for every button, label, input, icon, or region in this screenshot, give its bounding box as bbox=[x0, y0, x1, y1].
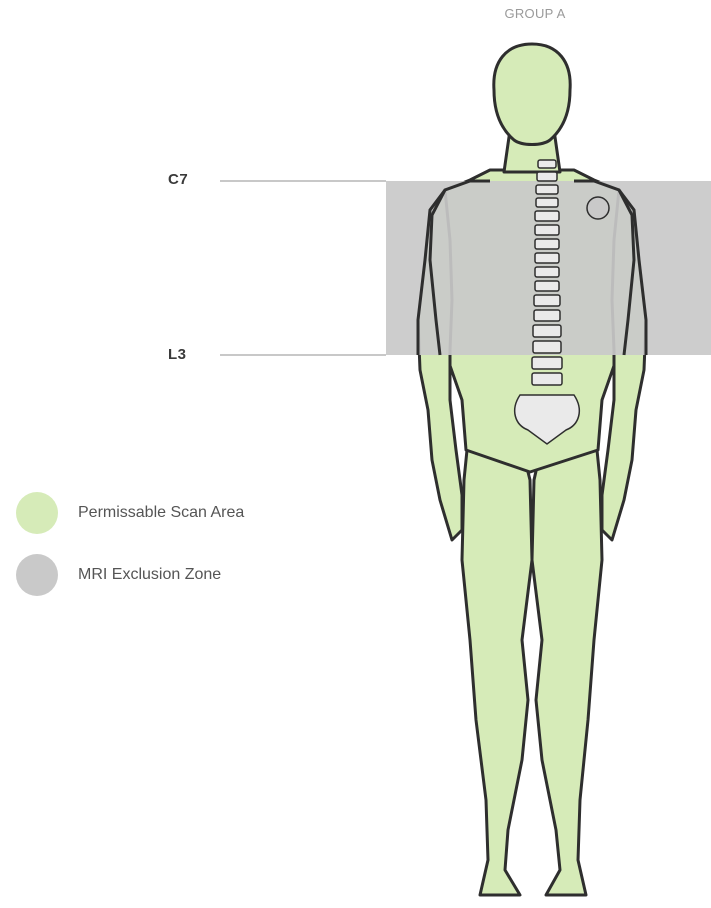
l3-label: L3 bbox=[168, 346, 187, 363]
legend-label: Permissable Scan Area bbox=[78, 504, 244, 522]
c7-label: C7 bbox=[168, 171, 188, 188]
head bbox=[494, 44, 570, 145]
legend-item-scan-area: Permissable Scan Area bbox=[16, 492, 244, 534]
legend-label: MRI Exclusion Zone bbox=[78, 566, 221, 584]
legend-item-exclusion-zone: MRI Exclusion Zone bbox=[16, 554, 244, 596]
scan-area-swatch bbox=[16, 492, 58, 534]
spine bbox=[532, 160, 562, 385]
implant-device-icon bbox=[587, 197, 609, 219]
human-figure bbox=[418, 44, 646, 895]
legend: Permissable Scan Area MRI Exclusion Zone bbox=[16, 492, 244, 616]
exclusion-zone-swatch bbox=[16, 554, 58, 596]
right-leg bbox=[532, 440, 602, 895]
left-leg bbox=[462, 440, 532, 895]
